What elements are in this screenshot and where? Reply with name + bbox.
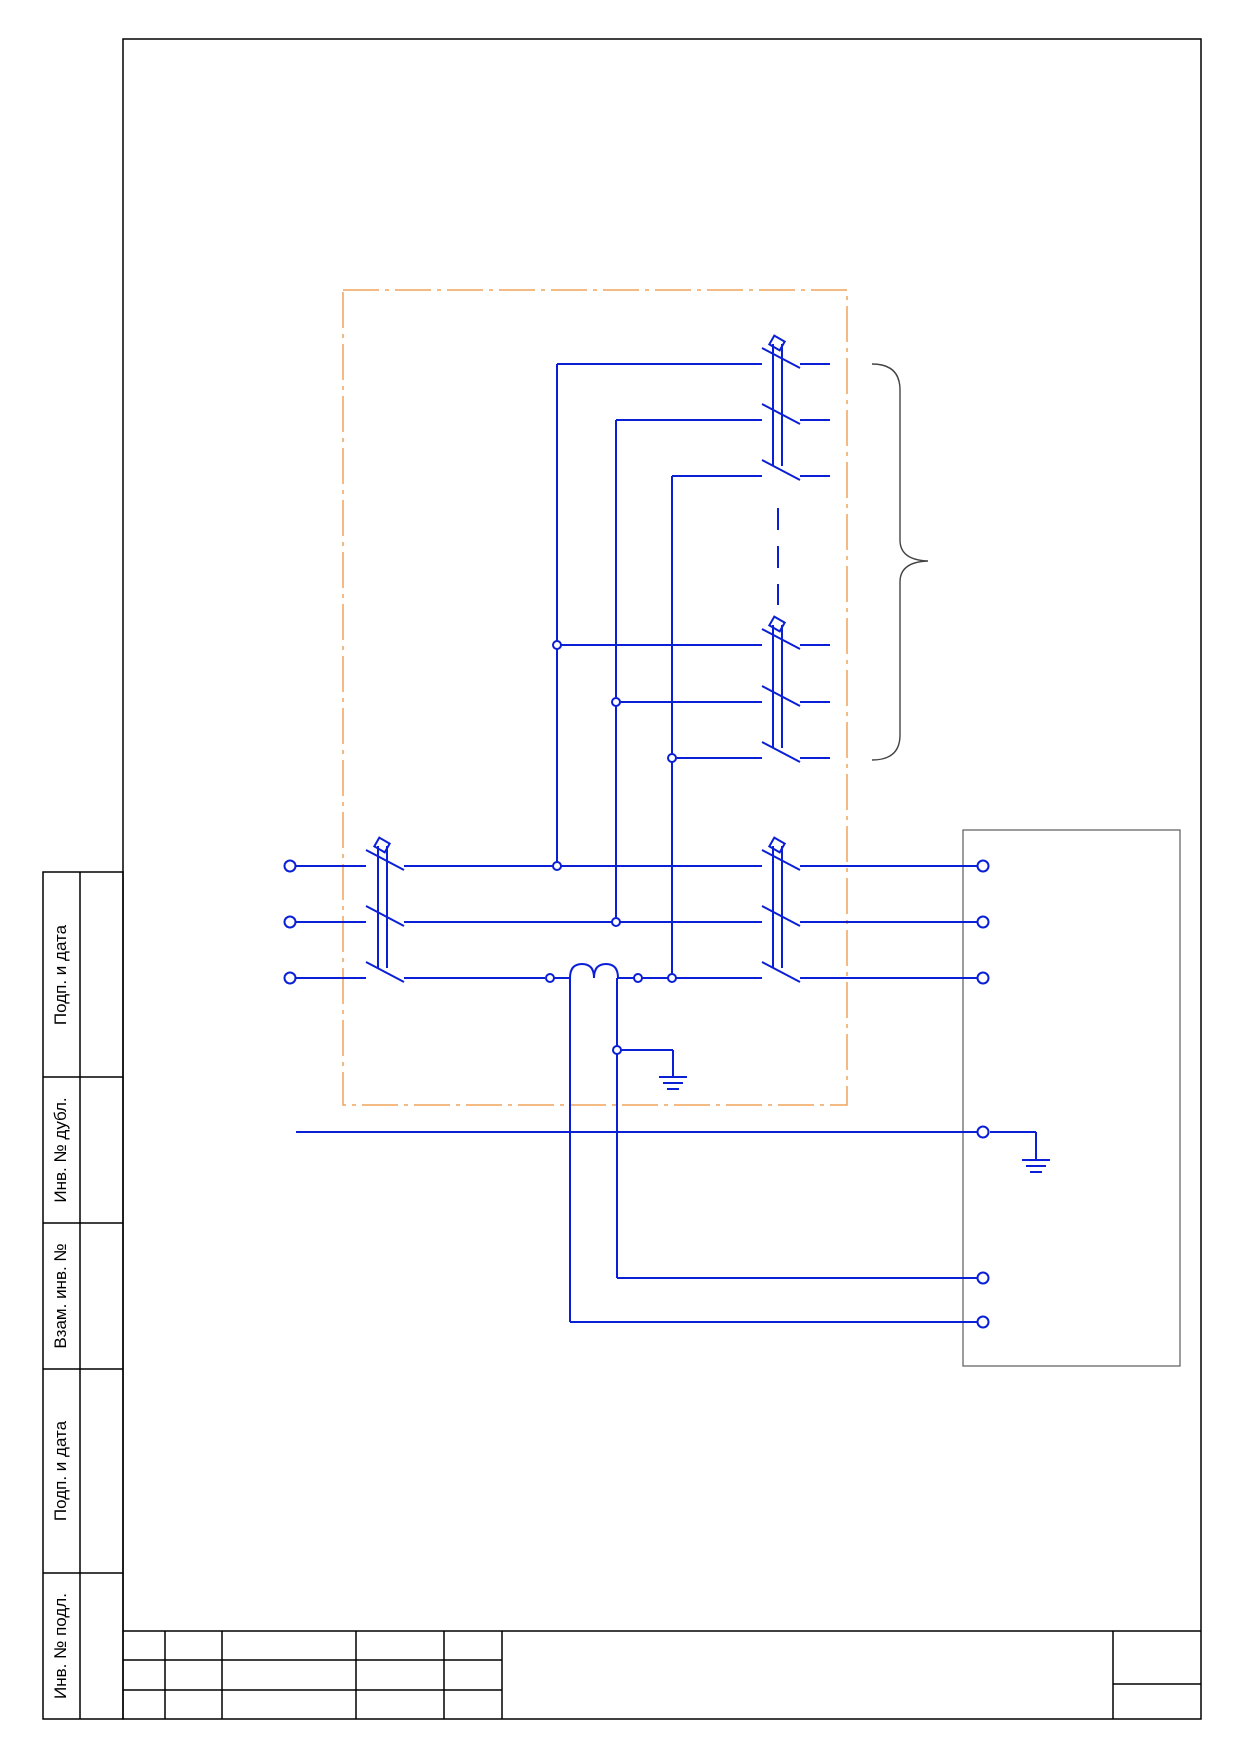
side-label-sign-date-2: Подп. и дата <box>51 1420 70 1521</box>
title-block <box>123 1630 1201 1719</box>
drawing-frame <box>122 38 1202 1720</box>
side-label-replace-inv: Взам. инв. № <box>51 1243 70 1348</box>
side-strip <box>42 871 124 1720</box>
junction-nodes <box>545 640 677 1055</box>
side-label-dup-inv: Инв. № дубл. <box>51 1097 70 1202</box>
group-brace <box>871 363 929 761</box>
side-label-orig-inv: Инв. № подл. <box>51 1593 70 1699</box>
main-breaker-right <box>761 836 801 983</box>
panel-boundary <box>342 289 848 1106</box>
side-label-sign-date-1: Подп. и дата <box>51 924 70 1025</box>
group-breaker-upper <box>761 334 801 481</box>
device-box <box>962 829 1181 1367</box>
terminals <box>283 859 990 1329</box>
wiring <box>296 363 1050 1323</box>
main-breaker-left <box>365 836 405 983</box>
group-breaker-lower <box>761 615 801 763</box>
